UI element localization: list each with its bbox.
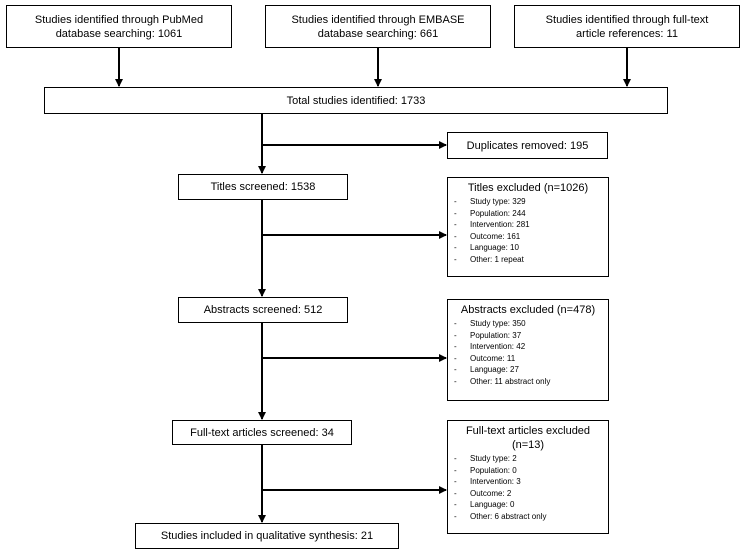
titles-screened-text: Titles screened: 1538 xyxy=(210,181,316,193)
source-embase-box: Studies identified through EMBASE databa… xyxy=(265,5,491,48)
list-item: -Language: 0 xyxy=(454,500,515,510)
studies-included-box: Studies included in qualitative synthesi… xyxy=(135,523,399,549)
list-item: -Other: 1 repeat xyxy=(454,254,524,264)
source-pubmed-line2: database searching: 1061 xyxy=(55,27,183,40)
list-item: -Language: 27 xyxy=(454,365,519,375)
titles-excluded-list: -Study type: 329 -Population: 244 -Inter… xyxy=(454,196,602,266)
list-item: -Other: 6 abstract only xyxy=(454,511,547,521)
source-references-line1: Studies identified through full-text xyxy=(545,13,709,26)
duplicates-removed-text: Duplicates removed: 195 xyxy=(466,139,589,152)
abstracts-screened-text: Abstracts screened: 512 xyxy=(203,304,323,316)
list-item: -Outcome: 161 xyxy=(454,231,521,241)
total-identified-box: Total studies identified: 1733 xyxy=(44,87,668,114)
abstracts-screened-box: Abstracts screened: 512 xyxy=(178,297,348,323)
source-references-line2: article references: 11 xyxy=(576,27,678,40)
fulltext-excluded-title-line2: (n=13) xyxy=(511,439,545,451)
studies-included-text: Studies included in qualitative synthesi… xyxy=(160,530,374,542)
list-item: -Intervention: 3 xyxy=(454,477,521,487)
fulltext-excluded-title-line1: Full-text articles excluded xyxy=(465,425,591,437)
list-item: -Population: 244 xyxy=(454,208,526,218)
source-embase-line2: database searching: 661 xyxy=(317,27,439,40)
list-item: -Other: 11 abstract only xyxy=(454,376,551,386)
list-item: -Study type: 2 xyxy=(454,454,517,463)
titles-screened-box: Titles screened: 1538 xyxy=(178,174,348,200)
list-item: -Population: 0 xyxy=(454,465,517,475)
fulltext-screened-text: Full-text articles screened: 34 xyxy=(190,426,334,439)
source-references-box: Studies identified through full-text art… xyxy=(514,5,740,48)
list-item: -Study type: 350 xyxy=(454,319,526,328)
list-item: -Intervention: 281 xyxy=(454,220,530,230)
list-item: -Study type: 329 xyxy=(454,197,526,206)
list-item: -Language: 10 xyxy=(454,243,519,253)
source-pubmed-line1: Studies identified through PubMed xyxy=(34,13,204,26)
fulltext-excluded-box: Full-text articles excluded (n=13) -Stud… xyxy=(447,420,609,534)
total-identified-text: Total studies identified: 1733 xyxy=(286,94,426,107)
list-item: -Outcome: 2 xyxy=(454,488,512,498)
titles-excluded-title: Titles excluded (n=1026) xyxy=(467,182,589,194)
titles-excluded-box: Titles excluded (n=1026) -Study type: 32… xyxy=(447,177,609,277)
duplicates-removed-box: Duplicates removed: 195 xyxy=(447,132,608,159)
list-item: -Intervention: 42 xyxy=(454,342,526,352)
abstracts-excluded-title: Abstracts excluded (n=478) xyxy=(460,304,596,316)
list-item: -Population: 37 xyxy=(454,330,522,340)
source-embase-line1: Studies identified through EMBASE xyxy=(291,13,465,26)
fulltext-excluded-list: -Study type: 2 -Population: 0 -Intervent… xyxy=(454,453,602,523)
abstracts-excluded-box: Abstracts excluded (n=478) -Study type: … xyxy=(447,299,609,401)
abstracts-excluded-list: -Study type: 350 -Population: 37 -Interv… xyxy=(454,318,602,388)
source-pubmed-box: Studies identified through PubMed databa… xyxy=(6,5,232,48)
list-item: -Outcome: 11 xyxy=(454,353,516,363)
fulltext-screened-box: Full-text articles screened: 34 xyxy=(172,420,352,445)
